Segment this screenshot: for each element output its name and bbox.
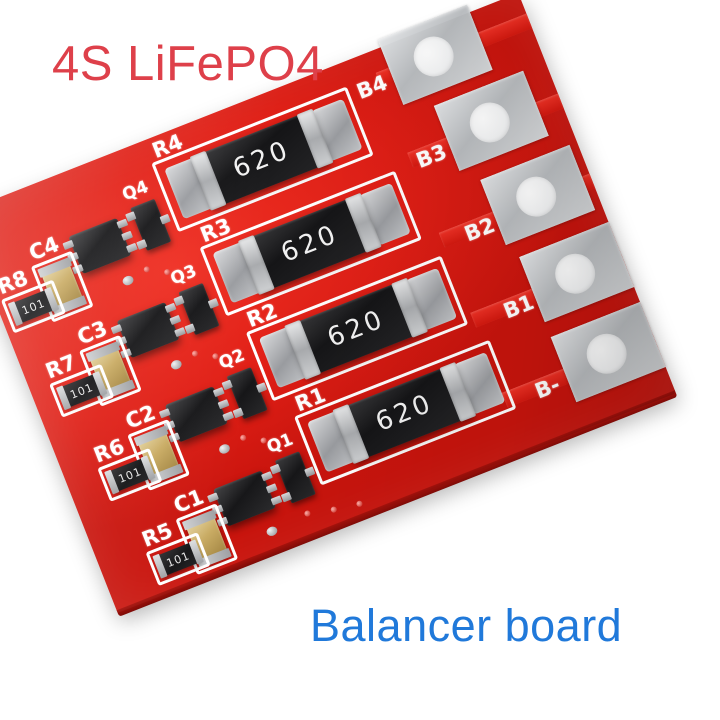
terminal-hole-b1	[549, 247, 602, 300]
terminal-hole-b3	[463, 96, 516, 149]
page-title: 4S LiFePO4	[52, 37, 324, 91]
pcb-photo: B4 B3 B2 B1 B- R4 620 R3 6	[0, 0, 698, 618]
terminal-hole-b4	[407, 30, 460, 83]
transistor-pin	[269, 463, 282, 475]
transistor-pin	[125, 211, 137, 222]
page-subtitle: Balancer board	[310, 600, 623, 651]
transistor-pin	[173, 295, 185, 307]
transistor-pin	[136, 239, 148, 250]
transistor-pin	[280, 491, 293, 503]
terminal-hole-bminus	[580, 327, 633, 380]
terminal-hole-b2	[510, 170, 563, 223]
transistor-pin	[232, 407, 244, 419]
transistor-pin	[221, 379, 233, 391]
transistor-pin	[184, 323, 196, 335]
